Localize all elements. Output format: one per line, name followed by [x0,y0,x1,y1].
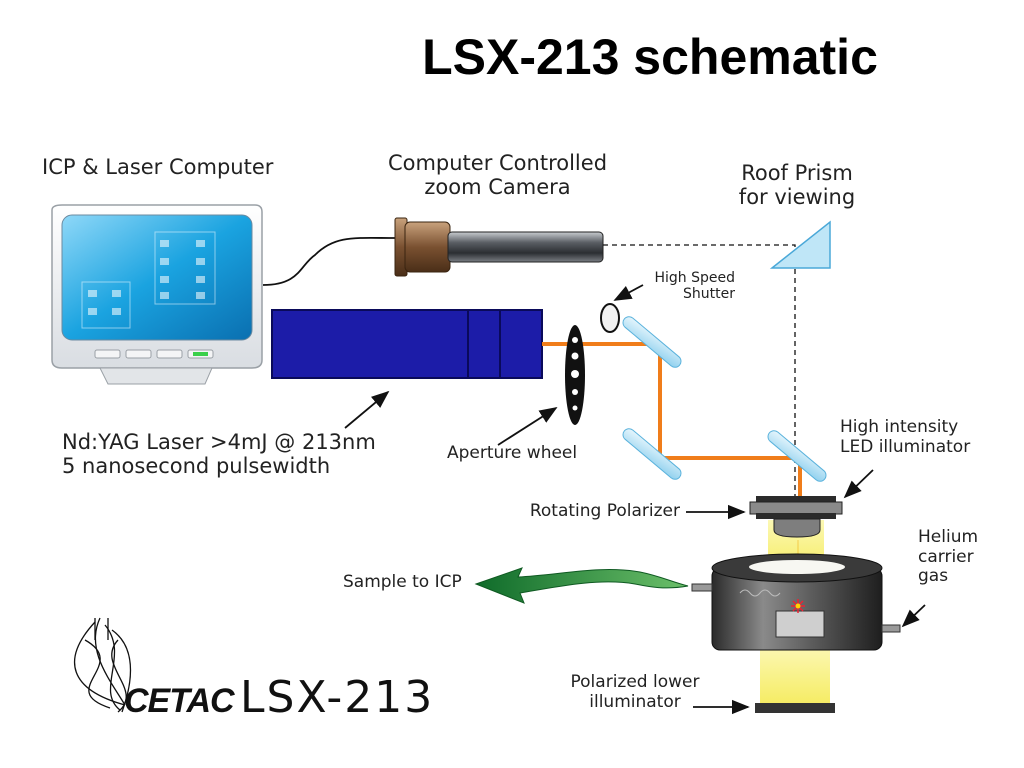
computer-label: ICP & Laser Computer [42,155,274,179]
lower-illumination [760,645,830,703]
zoom-camera [394,217,604,277]
lower-illuminator [755,703,835,713]
laser-label-line1: Nd:YAG Laser >4mJ @ 213nm [62,430,376,454]
viewing-path [603,244,796,505]
cetac-logo-mark [74,617,132,713]
page-title: LSX-213 schematic [422,29,878,85]
prism-label: Roof Prism for viewing [722,161,872,209]
lower-label-line1: Polarized lower [570,672,700,692]
high-speed-shutter [600,303,620,333]
computer-monitor [51,204,263,385]
roof-prism [769,220,831,269]
nd-yag-laser [271,309,543,379]
helium-label-line2: carrier [918,546,974,567]
lower-label-line2: illuminator [589,691,681,712]
helium-label: Helium carrier gas [918,527,979,587]
shutter-label: High Speed Shutter [630,270,735,302]
led-label: High intensity LED illuminator [840,417,971,457]
aperture-wheel [565,325,585,425]
helium-label-line1: Helium [918,527,979,547]
mirrors [622,316,827,482]
prism-label-line1: Roof Prism [741,161,853,185]
label-pointers [344,284,926,715]
helium-label-line3: gas [918,566,949,587]
polarizer-label: Rotating Polarizer [529,501,680,521]
sample-label: Sample to ICP [343,572,462,592]
sample-cell [691,553,901,651]
logo-model: LSX-213 [240,672,435,723]
aperture-label: Aperture wheel [447,443,578,463]
polarizer-assembly [749,496,843,538]
laser-label-line2: 5 nanosecond pulsewidth [62,454,331,479]
camera-cable [262,236,396,286]
camera-label-line1: Computer Controlled [387,151,608,175]
camera-label: Computer Controlled zoom Camera [365,151,630,199]
sample-to-icp-arrow [474,567,689,604]
laser-label: Nd:YAG Laser >4mJ @ 213nm 5 nanosecond p… [62,430,376,478]
led-label-line1: High intensity [840,417,959,437]
cetac-logo-text: CETAC [124,682,235,720]
shutter-label-line2: Shutter [683,286,735,303]
lower-illuminator-label: Polarized lower illuminator [560,672,710,712]
prism-label-line2: for viewing [738,185,856,210]
shutter-label-line1: High Speed [654,270,735,286]
camera-label-line2: zoom Camera [424,175,571,200]
led-label-line2: LED illuminator [840,436,971,457]
